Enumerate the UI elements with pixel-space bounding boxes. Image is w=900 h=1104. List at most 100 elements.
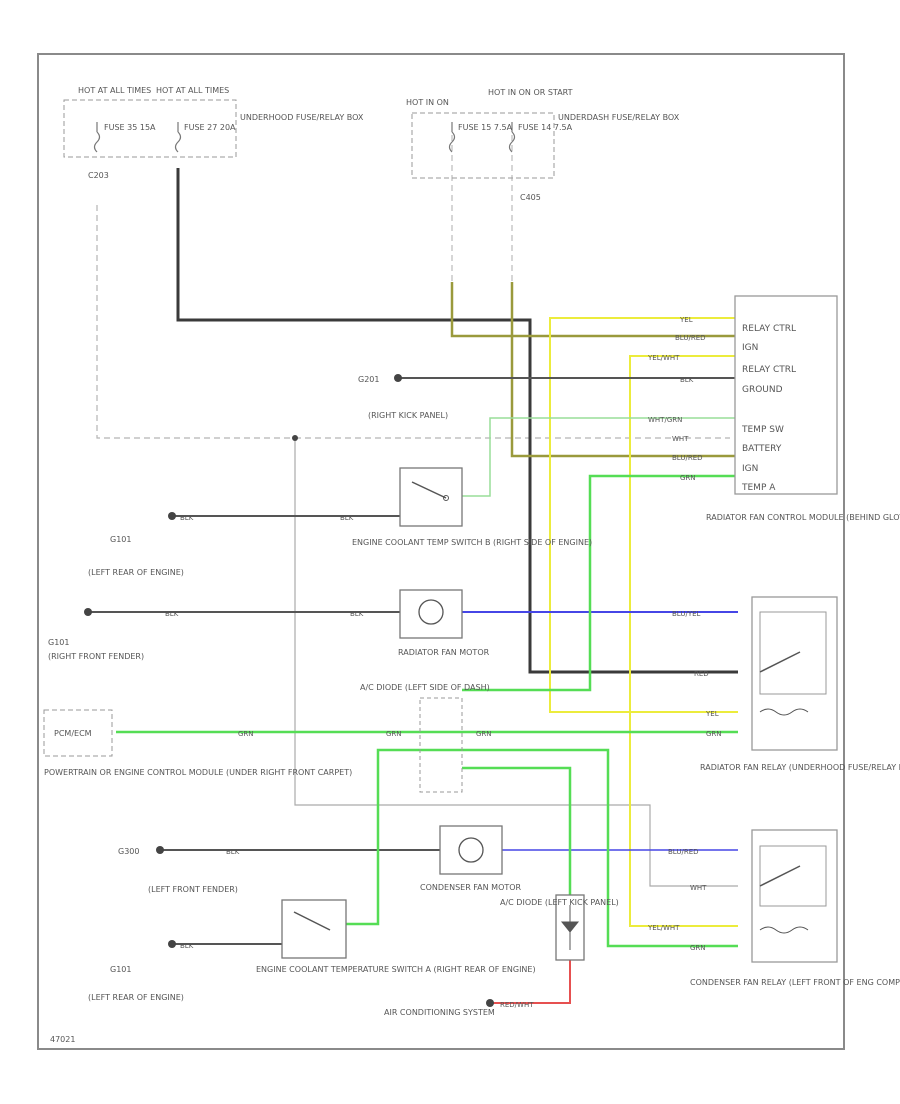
wire-label-yel-2: YEL [705, 710, 719, 718]
wire-batt-radrelay [176, 168, 738, 674]
wire-label-grn: GRN [680, 474, 696, 482]
wire-blu-red-ign2 [510, 282, 738, 458]
wire-label-blk-5: BLK [350, 610, 364, 618]
ground-g101c [168, 940, 176, 948]
wire-label-blk-6: BLK [226, 848, 240, 856]
wire-wht-cond-relay [294, 438, 738, 887]
wire-label-blk-7: BLK [180, 942, 194, 950]
connector-c203: C203 [88, 171, 109, 180]
wire-label-grn-3: GRN [386, 730, 402, 738]
temp-switch-b-blade [411, 481, 447, 499]
ac-diode-kick-panel-label: A/C DIODE (LEFT KICK PANEL) [500, 898, 619, 907]
diode-symbol [560, 905, 580, 950]
ground-g201-location: (RIGHT KICK PANEL) [368, 411, 448, 420]
wire-label-grn-5: GRN [690, 944, 706, 952]
wire-label-red: RED [694, 670, 709, 678]
wire-label-blk-4: BLK [165, 610, 179, 618]
diagram-frame [37, 53, 845, 1050]
wire-label-blu-red-2: BLU/RED [672, 454, 703, 462]
ground-g101c-label: G101 [110, 965, 131, 974]
temp-switch-b-label: ENGINE COOLANT TEMP SWITCH B (RIGHT SIDE… [352, 538, 592, 547]
condenser-fan-relay-label: CONDENSER FAN RELAY (LEFT FRONT OF ENG C… [690, 978, 900, 987]
underhood-fuse-box-outline [63, 99, 237, 158]
module-pin-3: RELAY CTRL [742, 365, 796, 375]
underhood-fuse-box-label: UNDERHOOD FUSE/RELAY BOX [240, 113, 364, 122]
wire-label-blk: BLK [680, 376, 694, 384]
ground-g300-location: (LEFT FRONT FENDER) [148, 885, 238, 894]
wire-red-wht [490, 960, 571, 1004]
condenser-fan-motor-label: CONDENSER FAN MOTOR [420, 883, 522, 892]
wire-label-blk-2: BLK [180, 514, 194, 522]
fuse-15-hot-label: HOT IN ON [406, 98, 449, 107]
fuse-35-label: FUSE 35 15A [104, 123, 156, 132]
radiator-fan-motor-box [399, 589, 463, 639]
ac-system-label: AIR CONDITIONING SYSTEM [384, 1008, 495, 1017]
radiator-fan-relay-coil [759, 708, 809, 716]
radiator-fan-relay-label: RADIATOR FAN RELAY (UNDERHOOD FUSE/RELAY… [700, 763, 900, 772]
wire-label-blk-3: BLK [340, 514, 354, 522]
module-title: RADIATOR FAN CONTROL MODULE (BEHIND GLOV… [706, 513, 900, 522]
condenser-fan-motor-box [439, 825, 503, 875]
ac-system-node [486, 999, 494, 1007]
wire-blu-red-ign [450, 282, 738, 338]
fuse-symbols [93, 122, 516, 153]
wire-label-blu-red: BLU/RED [675, 334, 706, 342]
temp-switch-a-box [281, 899, 347, 959]
wire-label-blu-yel: BLU/YEL [672, 610, 701, 618]
underdash-fuse-box-label: UNDERDASH FUSE/RELAY BOX [558, 113, 680, 122]
wire-label-blu-red-low: BLU/RED [668, 848, 699, 856]
wire-grn-diode [462, 766, 572, 895]
wire-yel-wht [629, 355, 738, 927]
pcm-description: POWERTRAIN OR ENGINE CONTROL MODULE (UND… [44, 768, 352, 777]
ground-g300-label: G300 [118, 847, 139, 856]
ground-g101b [84, 608, 92, 616]
wire-label-wht-grn: WHT/GRN [648, 416, 682, 424]
ground-g101b-label: G101 [48, 638, 69, 647]
fuse-14 [508, 122, 516, 153]
connector-c405: C405 [520, 193, 541, 202]
temp-switch-a-label: ENGINE COOLANT TEMPERATURE SWITCH A (RIG… [256, 965, 536, 974]
ground-g101b-location: (RIGHT FRONT FENDER) [48, 652, 144, 661]
ac-diode-connector [419, 697, 463, 793]
ac-diode-label: A/C DIODE (LEFT SIDE OF DASH) [360, 683, 490, 692]
condenser-fan-relay-box [751, 829, 838, 963]
temp-switch-a-blade [293, 911, 331, 931]
module-pin-1: RELAY CTRL [742, 324, 796, 334]
module-pin-5: TEMP SW [741, 425, 784, 435]
module-pin-labels: RELAY CTRL IGN RELAY CTRL GROUND TEMP SW… [741, 324, 796, 493]
condenser-fan-relay-coil [759, 926, 809, 934]
wire-labels: YEL BLU/RED YEL/WHT BLK WHT/GRN WHT BLU/… [165, 316, 722, 1009]
radiator-fan-motor-symbol [418, 599, 444, 625]
ground-g101a [168, 512, 176, 520]
pcm-box [43, 709, 113, 757]
wire-label-yel-wht: YEL/WHT [647, 354, 680, 362]
module-pin-4: GROUND [742, 385, 783, 395]
radiator-fan-motor-label: RADIATOR FAN MOTOR [398, 648, 490, 657]
fuse-14-hot-label: HOT IN ON OR START [488, 88, 573, 97]
diagram-code: 47021 [50, 1035, 75, 1044]
ground-g201 [394, 374, 402, 382]
ground-wires [88, 377, 738, 945]
ground-g101c-location: (LEFT REAR OF ENGINE) [88, 993, 184, 1002]
fuse-35 [93, 122, 101, 153]
condenser-fan-motor-symbol [458, 837, 484, 863]
dashed-circuits [96, 205, 730, 439]
radiator-fan-control-module [734, 295, 838, 495]
fuse-35-hot-label: HOT AT ALL TIMES [78, 86, 151, 95]
splice-node [292, 435, 298, 441]
radiator-fan-relay-box [751, 596, 838, 751]
condenser-fan-relay-contact [759, 865, 801, 887]
ground-symbols [84, 374, 494, 1007]
temp-switch-b-contact [443, 495, 449, 501]
module-pin-2: IGN [742, 343, 758, 353]
condenser-fan-relay-frame [759, 845, 827, 907]
fuse-15-label: FUSE 15 7.5A [458, 123, 513, 132]
wire-label-wht: WHT [672, 435, 689, 443]
ground-g101a-location: (LEFT REAR OF ENGINE) [88, 568, 184, 577]
ground-g300 [156, 846, 164, 854]
wire-label-yel: YEL [679, 316, 693, 324]
module-pin-7: IGN [742, 464, 758, 474]
wire-label-grn-4: GRN [476, 730, 492, 738]
wire-grn-temp-a [462, 474, 738, 692]
